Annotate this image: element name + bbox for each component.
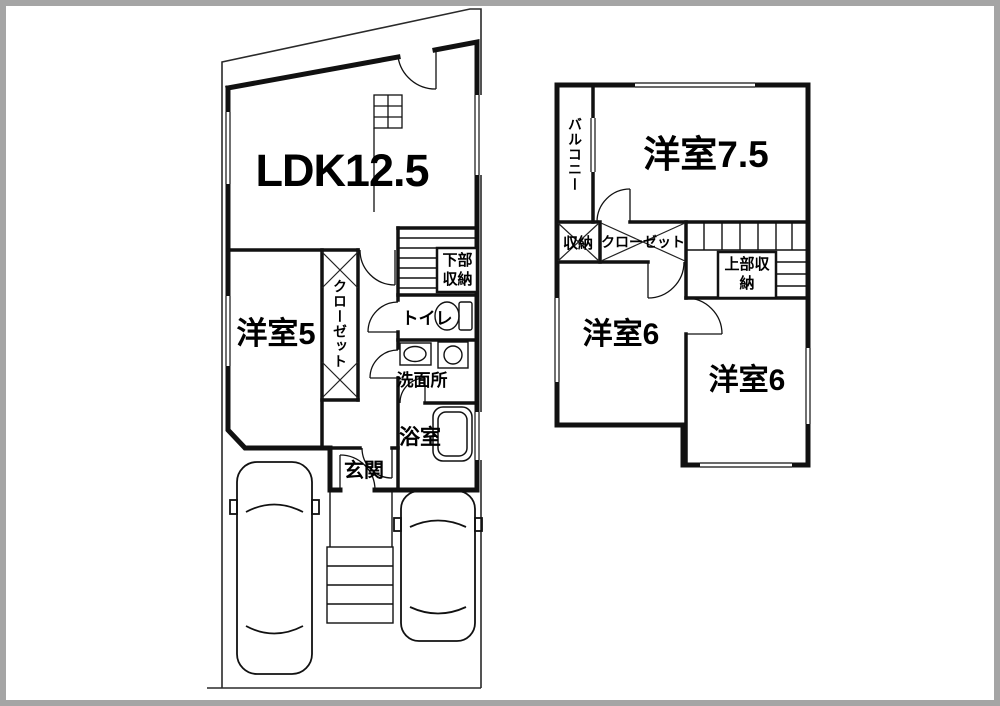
room-label-room5: 洋室5 [236, 315, 316, 351]
room-label-room75: 洋室7.5 [643, 134, 769, 175]
toilet-icon [434, 301, 473, 331]
label-under-stairs-storage: 下部収納 [442, 251, 473, 288]
room-label-room6-left: 洋室6 [582, 318, 660, 351]
window-marks [223, 80, 813, 470]
under-stairs-storage-box [435, 246, 479, 294]
floor2-stairs-icon [686, 222, 808, 287]
kitchen-stove-icon [373, 94, 403, 212]
room-label-balcony: バルコニー [567, 116, 583, 192]
bathtub-icon [432, 406, 473, 462]
closet-x-icon [321, 222, 686, 399]
car-icon [393, 490, 483, 642]
room-label-washroom: 洗面所 [396, 371, 448, 390]
porch-steps-icon [326, 490, 394, 624]
room-label-room6-right: 洋室6 [708, 364, 786, 397]
site-boundary [207, 8, 482, 689]
floor2-door-arcs [596, 188, 723, 335]
room-label-ldk: LDK12.5 [255, 145, 429, 196]
label-closet-f1: クローゼット [332, 279, 348, 369]
floor1-door-arcs [339, 50, 437, 491]
washing-machine-icon [437, 341, 469, 369]
room-label-toilet: トイレ [401, 308, 453, 328]
floor2-outer-walls [554, 82, 811, 468]
label-storage-f2: 収納 [562, 234, 593, 252]
room-label-entrance: 玄関 [344, 459, 384, 482]
label-upper-storage: 上部収納 [724, 256, 770, 292]
room-label-bathroom: 浴室 [399, 426, 441, 449]
car-icon [229, 461, 320, 675]
sink-icon [399, 342, 432, 366]
label-closet-f2: クローゼット [601, 234, 685, 250]
floor1-inner-walls [226, 226, 479, 492]
upper-storage-box [716, 250, 778, 300]
